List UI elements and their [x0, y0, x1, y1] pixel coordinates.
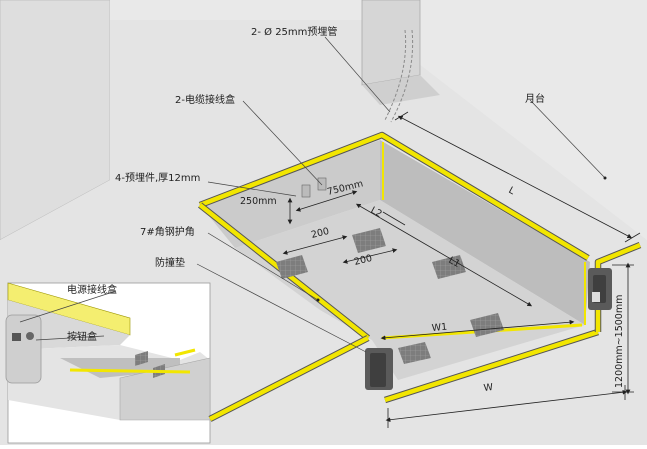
dim-200b: 200: [353, 253, 373, 268]
pit-back-wall: [200, 140, 380, 248]
wall-column: [361, 0, 421, 86]
platform-label: 月台: [525, 92, 545, 105]
dim-W: W: [483, 382, 494, 394]
conduit-label: 2- Ø 25mm预埋管: [251, 25, 337, 38]
dim-W1: W1: [431, 322, 447, 334]
dim-L1: L1: [447, 255, 462, 270]
dim-250: 250mm: [240, 196, 277, 207]
leader-lines: [19, 36, 606, 353]
embedded-parts-label: 4-预埋件,厚12mm: [115, 172, 200, 184]
button-box-label: 按钮盒: [67, 330, 97, 343]
cable-box-label: 2-电缆接线盒: [175, 93, 235, 106]
angle-steel-label: 7#角钢护角: [140, 225, 195, 238]
dimension-lines: [282, 111, 641, 428]
dim-200a: 200: [310, 226, 330, 241]
embedded-plate: [276, 255, 308, 279]
dim-L2: L2: [369, 205, 384, 220]
column-shadow: [362, 75, 440, 105]
angle-steel-marker: [316, 298, 320, 302]
conduit-pipe: [390, 29, 414, 123]
power-box-label: 电源接线盒: [67, 283, 117, 296]
platform-marker: [603, 176, 607, 180]
embedded-plate: [398, 342, 431, 364]
detail-inset: [5, 282, 211, 444]
bumper-left: [365, 348, 393, 390]
conduit-pipe: [384, 29, 407, 121]
bumper-label: 防撞垫: [155, 256, 185, 269]
dim-L: L: [507, 185, 517, 198]
dim-depth: 1200mm~1500mm: [614, 295, 625, 388]
bumper-right: [588, 268, 612, 310]
